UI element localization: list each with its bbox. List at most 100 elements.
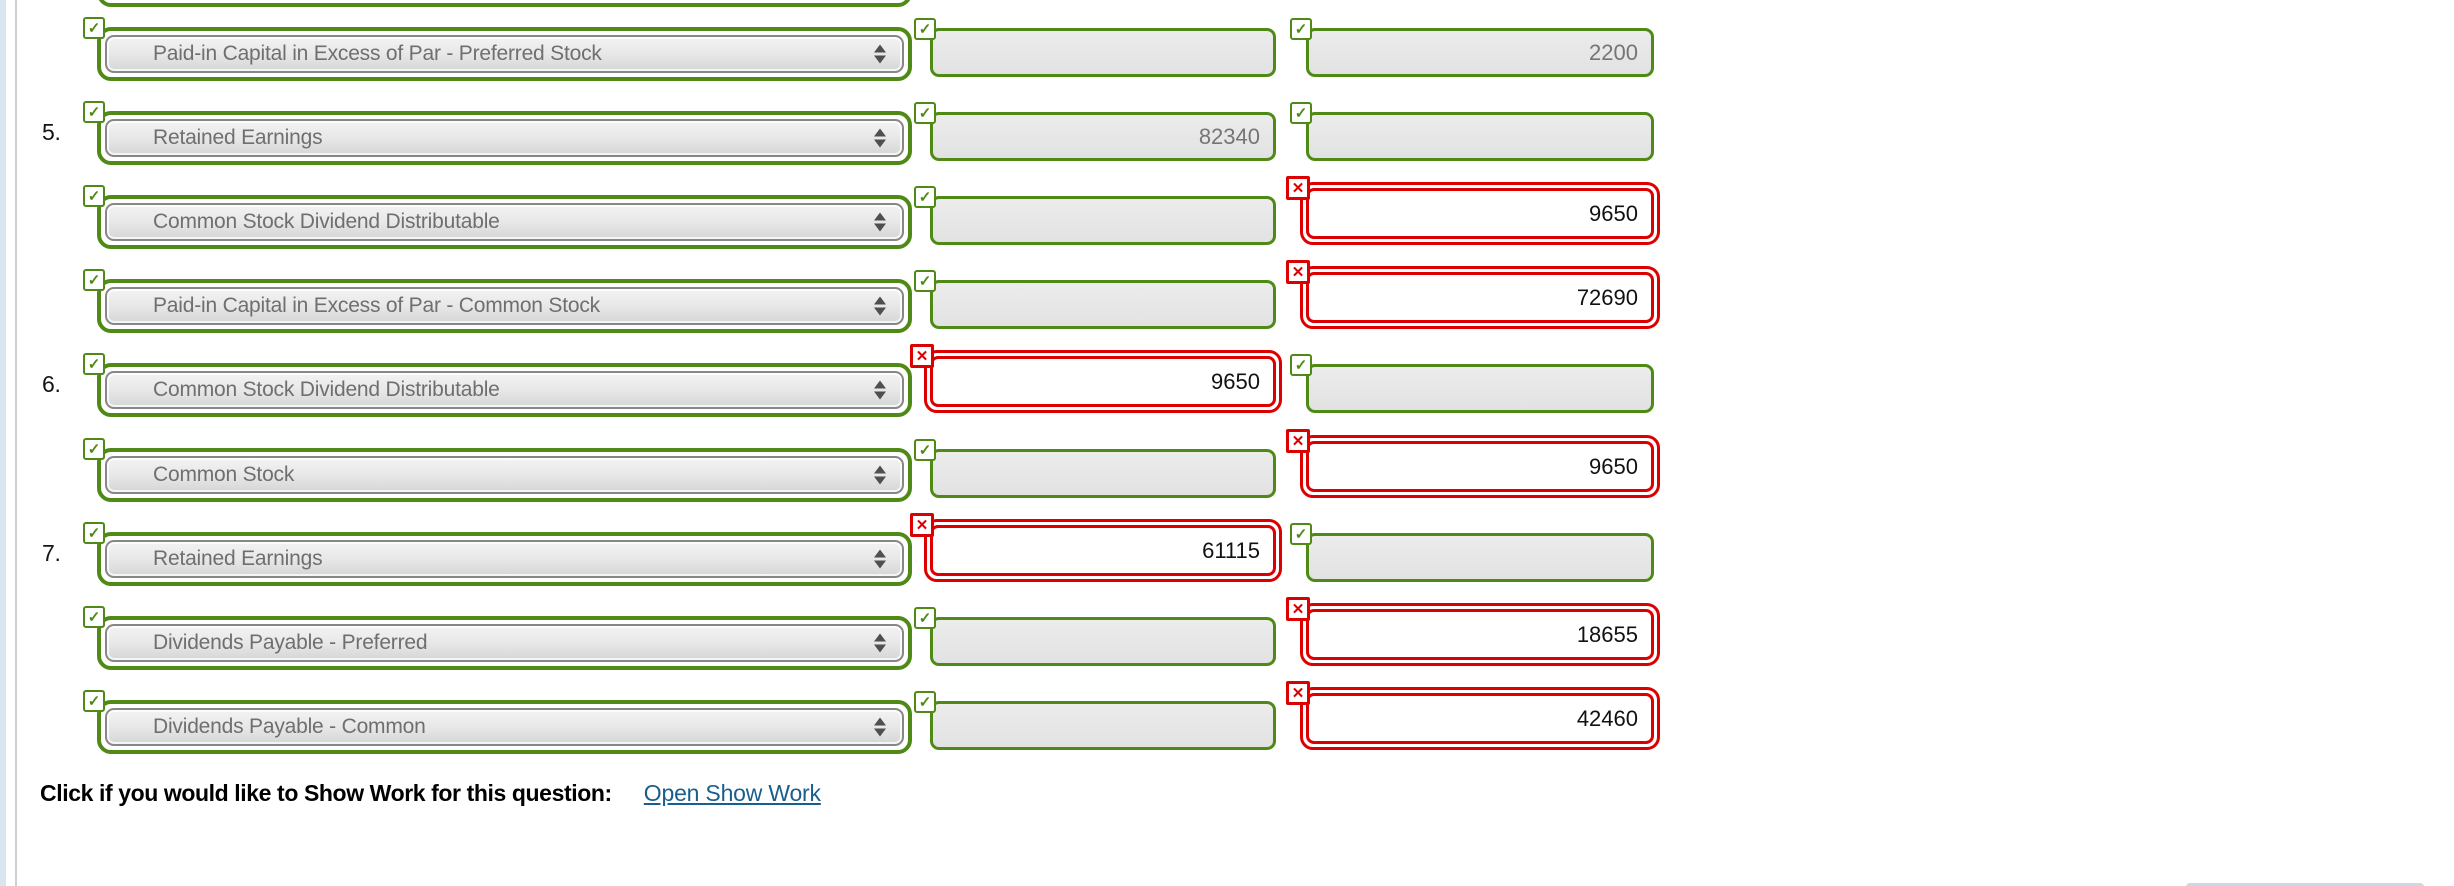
debit-cell: ✓ [0,270,2454,333]
journal-entry-row: ✓ Dividends Payable - Preferred ✓ ✕ 1865… [0,597,2454,670]
amount-value: 82340 [1198,124,1260,149]
account-select[interactable]: Retained Earnings [105,540,904,578]
amount-input-outline: 42460 [1300,687,1660,750]
incorrect-x-icon: ✕ [910,513,934,537]
correct-check-icon: ✓ [1290,102,1312,124]
correct-check-icon: ✓ [914,102,936,124]
account-name: Common Stock Dividend Distributable [153,378,500,401]
amount-input[interactable] [1306,533,1654,582]
journal-entry-row: ✓ Common Stock Dividend Distributable ✓ … [0,176,2454,249]
amount-input[interactable]: 9650 [930,356,1276,407]
correct-check-icon: ✓ [83,17,105,39]
debit-cell: ✓ [0,18,2454,81]
account-select-outline: Common Stock [97,448,912,502]
incorrect-x-icon: ✕ [1286,597,1310,621]
amount-input[interactable]: 61115 [930,525,1276,576]
account-select[interactable]: Common Stock [105,456,904,494]
amount-input[interactable]: 2200 [1306,28,1654,77]
amount-input[interactable]: 82340 [930,112,1276,161]
account-select-outline: Paid-in Capital in Excess of Par - Commo… [97,279,912,333]
journal-entry-row: 5. ✓ Retained Earnings ✓ 82340 ✓ [0,101,2454,165]
amount-input[interactable] [930,449,1276,498]
entry-number: 6. [42,371,61,397]
account-select[interactable]: Dividends Payable - Preferred [105,624,904,662]
amount-input[interactable] [930,617,1276,666]
journal-entry-row: 6. ✓ Common Stock Dividend Distributable… [0,344,2454,417]
account-name: Dividends Payable - Preferred [153,631,428,654]
credit-cell: ✕ 9650 [0,176,2454,249]
account-name: Retained Earnings [153,126,323,149]
amount-value: 72690 [1576,285,1638,310]
journal-entry-row: ✓ Paid-in Capital in Excess of Par - Pre… [0,17,2454,81]
select-spinner-icon [874,380,886,400]
account-select[interactable]: Dividends Payable - Common [105,708,904,746]
incorrect-x-icon: ✕ [910,344,934,368]
correct-check-icon: ✓ [914,18,936,40]
select-spinner-icon [874,212,886,232]
account-name: Common Stock Dividend Distributable [153,210,500,233]
correct-check-icon: ✓ [83,690,105,712]
show-work-row: Click if you would like to Show Work for… [40,780,821,807]
amount-input[interactable]: 18655 [1306,609,1654,660]
incorrect-x-icon: ✕ [1286,260,1310,284]
page-edge-strip [0,0,6,886]
amount-input[interactable] [930,280,1276,329]
amount-input[interactable] [1306,364,1654,413]
amount-value: 61115 [1202,538,1260,563]
debit-cell: ✕ 61115 [0,513,2454,586]
account-select-outline: Paid-in Capital in Excess of Par - Prefe… [97,27,912,81]
incorrect-x-icon: ✕ [1286,681,1310,705]
select-spinner-icon [874,465,886,485]
amount-input[interactable] [930,701,1276,750]
open-show-work-link[interactable]: Open Show Work [643,780,821,806]
credit-cell: ✓ 2200 [0,18,2454,81]
account-select-outline: Common Stock Dividend Distributable [97,363,912,417]
amount-input[interactable]: 72690 [1306,272,1654,323]
amount-input[interactable] [930,196,1276,245]
amount-value: 9650 [1211,369,1260,394]
account-select[interactable]: Paid-in Capital in Excess of Par - Prefe… [105,35,904,73]
account-name: Paid-in Capital in Excess of Par - Commo… [153,294,600,317]
select-spinner-icon [874,296,886,316]
select-spinner-icon [874,549,886,569]
account-select-outline: Dividends Payable - Common [97,700,912,754]
credit-cell: ✕ 9650 [0,429,2454,502]
credit-cell: ✕ 42460 [0,681,2454,754]
amount-input[interactable]: 9650 [1306,441,1654,492]
correct-check-icon: ✓ [914,607,936,629]
correct-check-icon: ✓ [83,185,105,207]
correct-check-icon: ✓ [1290,18,1312,40]
amount-value: 18655 [1576,622,1638,647]
account-select[interactable]: Common Stock Dividend Distributable [105,203,904,241]
account-select[interactable]: Paid-in Capital in Excess of Par - Commo… [105,287,904,325]
amount-input-outline: 72690 [1300,266,1660,329]
amount-input[interactable] [930,28,1276,77]
entry-number: 5. [42,119,61,145]
amount-input-outline: 9650 [1300,182,1660,245]
debit-cell: ✓ [0,691,2454,754]
credit-cell: ✓ [0,102,2454,165]
account-select-outline: Retained Earnings [97,111,912,165]
debit-cell: ✓ 82340 [0,102,2454,165]
correct-check-icon: ✓ [83,101,105,123]
incorrect-x-icon: ✕ [1286,176,1310,200]
amount-input-outline: 9650 [924,350,1282,413]
entry-number: 7. [42,540,61,566]
correct-check-icon: ✓ [1290,354,1312,376]
correct-check-icon: ✓ [914,186,936,208]
amount-input[interactable]: 42460 [1306,693,1654,744]
select-spinner-icon [874,44,886,64]
show-work-label: Click if you would like to Show Work for… [40,780,612,806]
account-name: Retained Earnings [153,547,323,570]
credit-cell: ✕ 72690 [0,260,2454,333]
journal-entry-row: ✓ Paid-in Capital in Excess of Par - Com… [0,260,2454,333]
correct-check-icon: ✓ [914,270,936,292]
account-select[interactable]: Common Stock Dividend Distributable [105,371,904,409]
account-select[interactable]: Retained Earnings [105,119,904,157]
amount-input[interactable] [1306,112,1654,161]
amount-value: 42460 [1576,706,1638,731]
select-spinner-icon [874,717,886,737]
amount-input[interactable]: 9650 [1306,188,1654,239]
amount-value: 9650 [1589,201,1638,226]
